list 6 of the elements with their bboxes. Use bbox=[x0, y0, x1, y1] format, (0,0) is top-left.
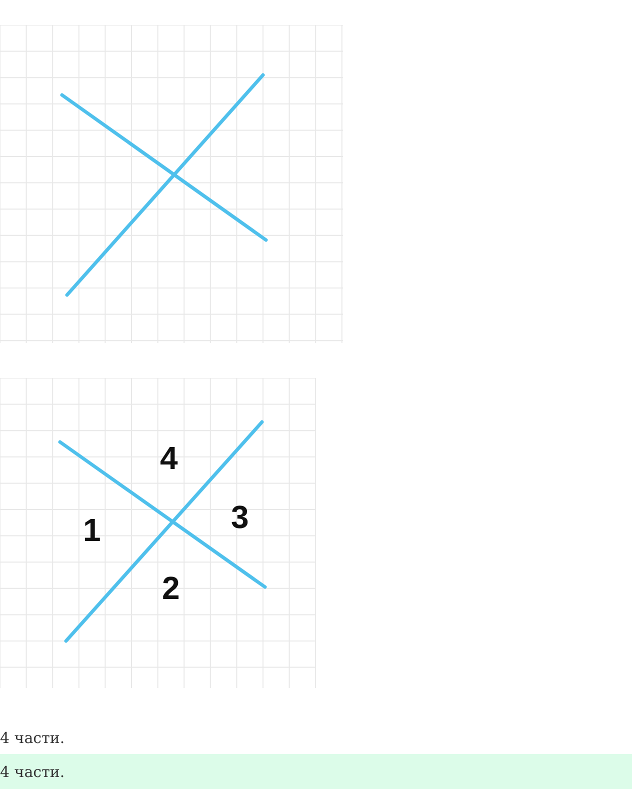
region-number: 3 bbox=[231, 501, 249, 533]
answer-text: 4 части. bbox=[0, 728, 65, 748]
region-number: 1 bbox=[83, 514, 101, 546]
region-number: 2 bbox=[162, 572, 180, 604]
region-number: 4 bbox=[160, 442, 178, 474]
answer-text: 4 части. bbox=[0, 762, 65, 782]
